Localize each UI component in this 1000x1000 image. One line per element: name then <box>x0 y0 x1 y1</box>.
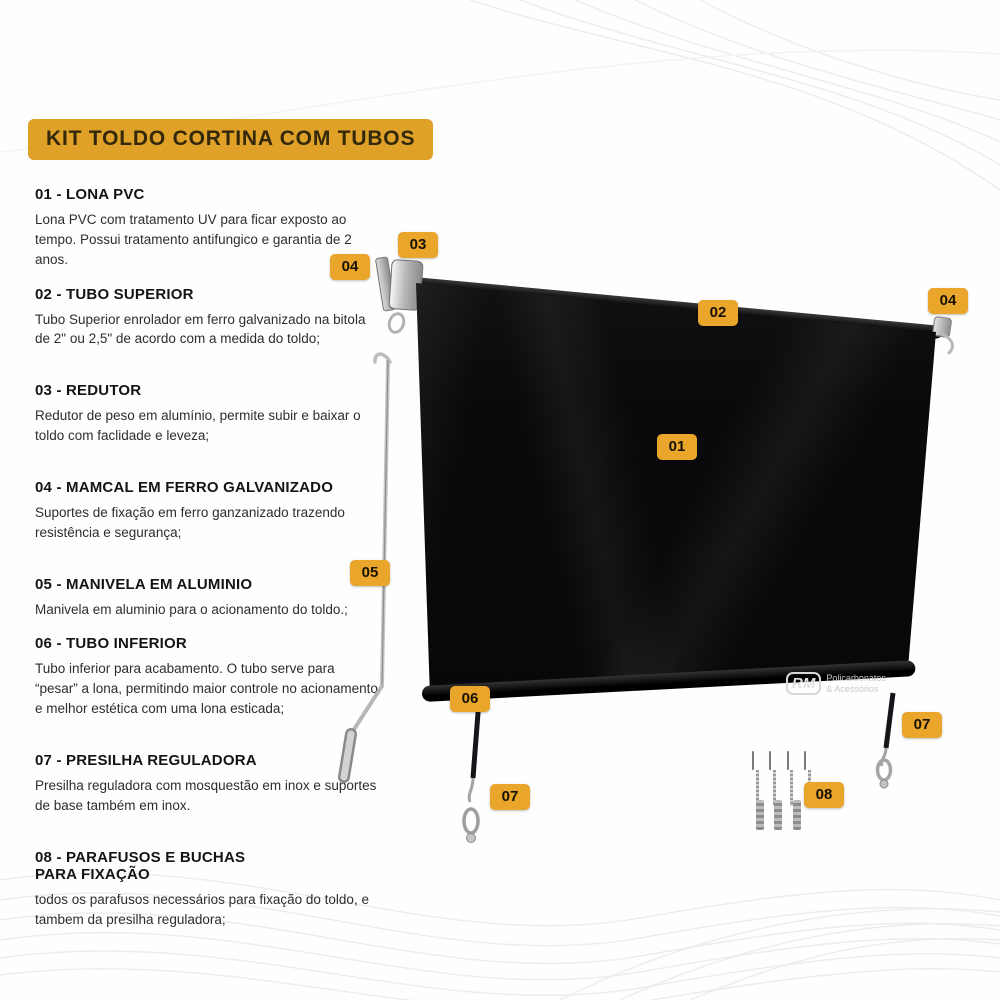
item-title: 03 - REDUTOR <box>35 382 142 400</box>
brand-name: Policarbonatos & Acessórios <box>826 673 886 695</box>
badge-02-top-tube: 02 <box>698 300 738 326</box>
right-strap-hook <box>875 692 896 789</box>
brand-line2: & Acessórios <box>826 683 879 694</box>
item-title: 05 - MANIVELA EM ALUMINIO <box>35 575 253 593</box>
item-description: Manivela em aluminio para o acionamento … <box>35 601 348 617</box>
brand-line1: Policarbonatos <box>826 672 886 683</box>
badge-03-reducer: 03 <box>398 232 438 258</box>
badge-07-left-clip: 07 <box>490 784 530 810</box>
item-description: Tubo Superior enrolador em ferro galvani… <box>35 311 366 347</box>
brand-watermark: RM Policarbonatos & Acessórios <box>786 672 886 695</box>
badge-07-right-clip: 07 <box>902 712 942 738</box>
item-description: Presilha reguladora com mosquestão em in… <box>35 777 377 813</box>
left-strap-hook <box>462 699 482 843</box>
item-description: todos os parafusos necessários para fixa… <box>35 891 369 927</box>
item-title: 01 - LONA PVC <box>35 186 145 203</box>
item-title: 06 - TUBO INFERIOR <box>35 635 187 653</box>
kit-item-08: 08 - PARAFUSOS E BUCHAS PARA FIXAÇÃO tod… <box>35 849 380 930</box>
items-list: 01 - LONA PVC Lona PVC com tratamento UV… <box>35 186 380 956</box>
kit-item-03: 03 - REDUTOR Redutor de peso em alumínio… <box>35 382 380 446</box>
item-description: Redutor de peso em alumínio, permite sub… <box>35 408 361 444</box>
badge-04-left-bracket: 04 <box>330 254 370 280</box>
screw-icon <box>769 751 779 806</box>
item-description: Lona PVC com tratamento UV para ficar ex… <box>35 212 352 267</box>
item-description: Suportes de fixação em ferro ganzanizado… <box>35 504 345 540</box>
badge-05-crank: 05 <box>350 560 390 586</box>
kit-item-04: 04 - MAMCAL EM FERRO GALVANIZADO Suporte… <box>35 479 380 543</box>
screw-icon <box>752 751 762 806</box>
kit-item-01: 01 - LONA PVC Lona PVC com tratamento UV… <box>35 186 380 270</box>
item-title: 04 - MAMCAL EM FERRO GALVANIZADO <box>35 478 334 496</box>
badge-06-bottom-tube: 06 <box>450 686 490 712</box>
wall-plugs-group <box>756 800 807 835</box>
kit-item-02: 02 - TUBO SUPERIOR Tubo Superior enrolad… <box>35 286 380 350</box>
wall-plug-icon <box>774 800 783 830</box>
pvc-canvas <box>416 283 936 696</box>
screw-icon <box>786 751 797 806</box>
badge-04-right-bracket: 04 <box>928 288 968 314</box>
kit-item-07: 07 - PRESILHA REGULADORA Presilha regula… <box>35 752 380 816</box>
right-hook-icon <box>938 331 954 355</box>
badge-08-screws: 08 <box>804 782 844 808</box>
item-title: 02 - TUBO SUPERIOR <box>35 285 194 303</box>
item-description: Tubo inferior para acabamento. O tubo se… <box>35 661 378 717</box>
page-title: KIT TOLDO CORTINA COM TUBOS <box>28 119 434 160</box>
brand-logo: RM <box>786 672 822 695</box>
item-title: 07 - PRESILHA REGULADORA <box>35 751 257 769</box>
badge-01-canvas: 01 <box>657 434 697 460</box>
wall-plug-icon <box>792 800 801 830</box>
crank-handle <box>338 352 392 783</box>
wall-plug-icon <box>756 800 764 830</box>
kit-item-05: 05 - MANIVELA EM ALUMINIO Manivela em al… <box>35 576 380 620</box>
kit-item-06: 06 - TUBO INFERIOR Tubo inferior para ac… <box>35 635 380 719</box>
item-title: 08 - PARAFUSOS E BUCHAS PARA FIXAÇÃO <box>35 848 246 883</box>
